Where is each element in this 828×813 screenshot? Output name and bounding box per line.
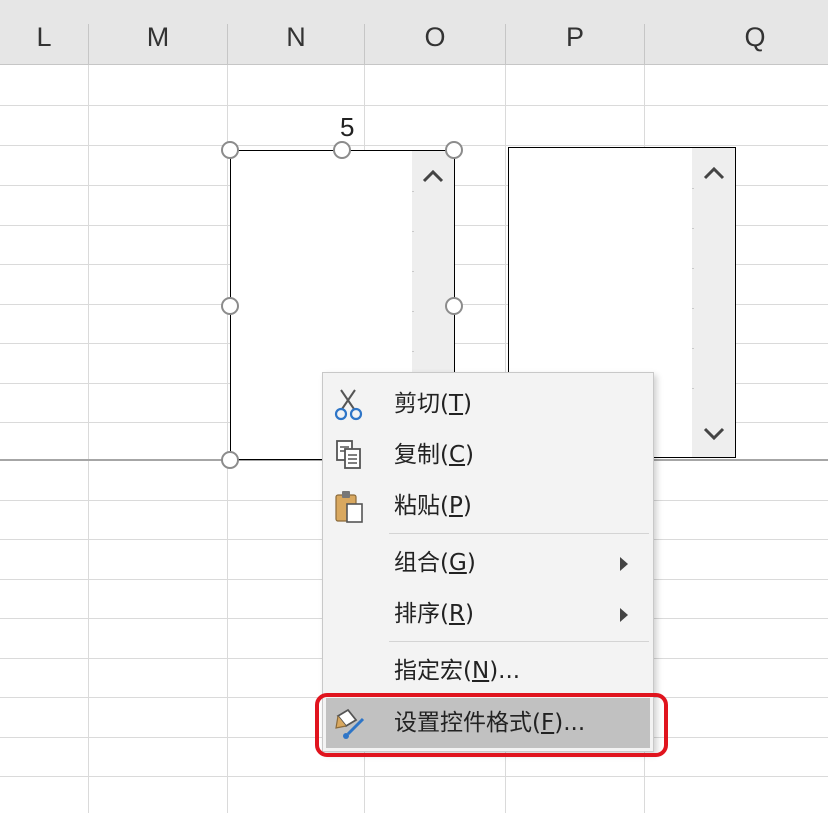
menu-item-group[interactable]: 组合(G): [326, 538, 650, 588]
column-header-bar: L M N O P Q: [0, 0, 828, 65]
resize-handle-middle-left[interactable]: [221, 297, 239, 315]
resize-handle-top-middle[interactable]: [333, 141, 351, 159]
menu-item-format-control[interactable]: 设置控件格式(F)...: [326, 698, 650, 748]
column-header-n[interactable]: N: [286, 22, 306, 52]
scroll-down-icon[interactable]: [692, 427, 735, 441]
menu-separator: [389, 641, 649, 642]
menu-item-assign-macro[interactable]: 指定宏(N)...: [326, 646, 650, 696]
copy-icon: [332, 438, 366, 472]
resize-handle-top-left[interactable]: [221, 141, 239, 159]
column-line: [88, 65, 89, 813]
row-line: [0, 776, 828, 777]
menu-item-cut[interactable]: 剪切(T): [326, 379, 650, 429]
format-control-icon: [332, 706, 366, 740]
menu-item-copy[interactable]: 复制(C): [326, 430, 650, 480]
submenu-arrow-icon: [620, 607, 628, 626]
context-menu: 剪切(T) 复制(C) 粘贴(P) 组合: [322, 372, 654, 752]
paste-icon: [332, 489, 366, 523]
column-separator[interactable]: [505, 24, 506, 64]
column-separator[interactable]: [227, 24, 228, 64]
scroll-up-icon[interactable]: [692, 166, 735, 180]
linked-cell-value: 5: [340, 112, 355, 142]
column-header-o[interactable]: O: [424, 22, 446, 52]
menu-item-label: 剪切(T): [394, 391, 473, 417]
scroll-up-icon[interactable]: [412, 169, 454, 183]
menu-item-label: 组合(G): [394, 550, 476, 576]
menu-item-label: 设置控件格式(F)...: [394, 710, 586, 736]
highlight-callout: [315, 693, 668, 757]
menu-item-order[interactable]: 排序(R): [326, 589, 650, 639]
column-line: [227, 65, 228, 813]
menu-item-label: 粘贴(P): [394, 493, 472, 519]
resize-handle-middle-right[interactable]: [445, 297, 463, 315]
column-header-m[interactable]: M: [146, 22, 170, 52]
scrollbar-track: [692, 188, 694, 417]
resize-handle-top-right[interactable]: [445, 141, 463, 159]
menu-item-label: 排序(R): [394, 601, 474, 627]
column-header-p[interactable]: P: [565, 22, 584, 52]
menu-item-label: 指定宏(N)...: [394, 658, 521, 684]
column-header-q[interactable]: Q: [744, 22, 766, 52]
submenu-arrow-icon: [620, 556, 628, 575]
scrollbar-track: [412, 191, 414, 419]
scissors-icon: [332, 387, 366, 421]
column-separator[interactable]: [644, 24, 645, 64]
listbox-scrollbar[interactable]: [692, 148, 735, 457]
column-separator[interactable]: [88, 24, 89, 64]
menu-item-label: 复制(C): [394, 442, 475, 468]
column-header-l[interactable]: L: [36, 22, 52, 52]
column-separator[interactable]: [364, 24, 365, 64]
row-line: [0, 105, 828, 106]
row-line: [0, 145, 828, 146]
resize-handle-bottom-left[interactable]: [221, 451, 239, 469]
menu-separator: [389, 533, 649, 534]
menu-item-paste[interactable]: 粘贴(P): [326, 481, 650, 531]
